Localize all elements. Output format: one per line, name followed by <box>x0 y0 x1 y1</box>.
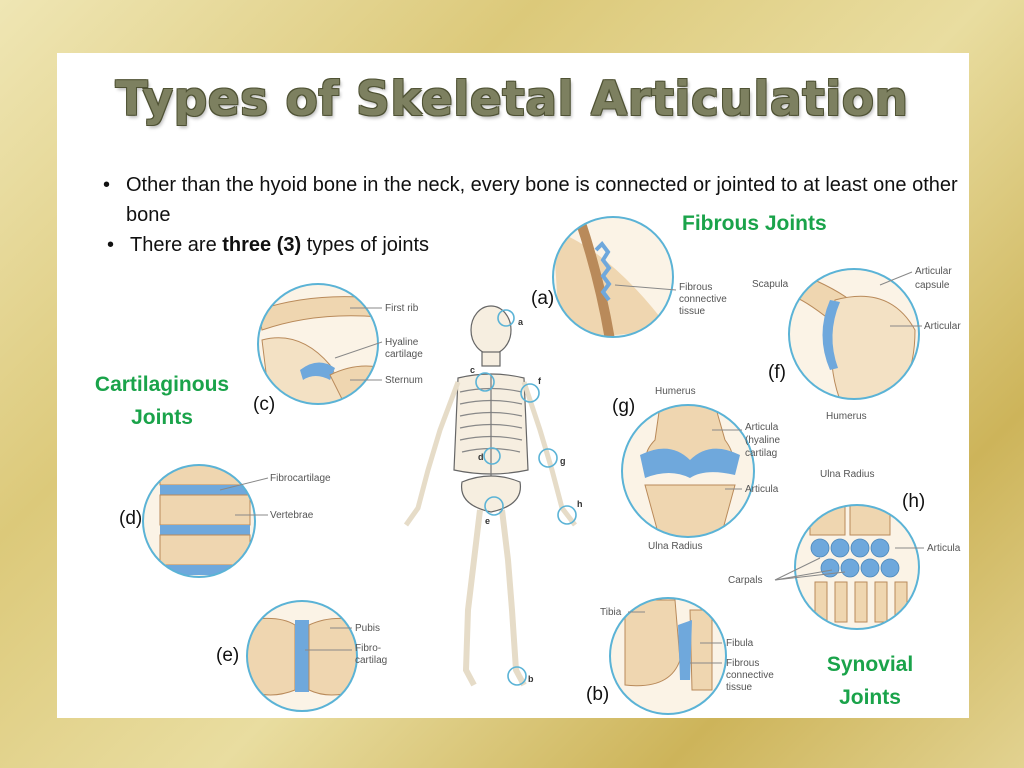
callout-hyaline: Hyaline <box>385 337 419 348</box>
label-cartilaginous-line1: Cartilaginous <box>94 373 230 396</box>
callout-fibrous: Fibrous <box>726 658 759 669</box>
callout-first-rib: First rib <box>385 303 419 314</box>
skeleton-marker-letters: a c f d g e h b <box>470 317 583 684</box>
skeleton-joint-markers <box>475 309 577 686</box>
callout-ulna-radius: Ulna Radius <box>648 541 702 552</box>
callout-articular-capsule: Articula <box>745 484 779 495</box>
callout-cartilage: cartilag <box>745 448 777 459</box>
panel-d-vertebrae: Fibrocartilage Vertebrae <box>142 464 331 578</box>
callout-ulna-radius: Ulna Radius <box>820 469 874 480</box>
bullet-2: There are three (3) types of joints <box>107 230 963 260</box>
panel-label-g: (g) <box>612 396 636 417</box>
panel-label-a: (a) <box>531 288 555 309</box>
panel-label-b: (b) <box>586 684 610 705</box>
marker-h: h <box>577 499 583 509</box>
callout-fibula: Fibula <box>726 638 754 649</box>
callout-tissue: tissue <box>726 682 753 693</box>
bullet-1-text: Other than the hyoid bone in the neck, e… <box>126 174 958 226</box>
panel-h-wrist: Ulna Radius Articula Carpals <box>728 469 961 630</box>
callout-fibrocartilage: Fibrocartilage <box>270 473 331 484</box>
label-synovial-line1: Synovial <box>826 653 914 676</box>
bullet-2-text-bold: three (3) <box>222 234 302 256</box>
panel-a-suture: Fibrous connective tissue <box>552 216 727 338</box>
callout-cartilage: cartilage <box>385 349 423 360</box>
panel-label-d: (d) <box>119 508 143 529</box>
callout-vertebrae: Vertebrae <box>270 510 314 521</box>
marker-c: c <box>470 365 475 375</box>
callout-humerus: Humerus <box>655 386 696 397</box>
bullet-1: Other than the hyoid bone in the neck, e… <box>103 170 963 230</box>
panel-label-e: (e) <box>216 645 240 666</box>
marker-a: a <box>518 317 524 327</box>
callout-fibrous: Fibrous <box>679 282 712 293</box>
marker-d: d <box>478 452 484 462</box>
panel-g-elbow: Humerus Articula (hyaline cartilag Artic… <box>621 386 780 552</box>
bullet-list: Other than the hyoid bone in the neck, e… <box>103 170 963 260</box>
label-fibrous-joints: Fibrous Joints <box>682 212 827 235</box>
callout-connective: connective <box>679 294 727 305</box>
callout-tibia: Tibia <box>600 607 622 618</box>
panel-label-h: (h) <box>902 491 926 512</box>
panel-label-f: (f) <box>768 362 786 383</box>
label-cartilaginous-joints: Cartilaginous Joints <box>82 368 242 434</box>
marker-e: e <box>485 516 490 526</box>
label-synovial-line2: Joints <box>839 686 901 709</box>
callout-scapula: Scapula <box>752 279 789 290</box>
callout-pubis: Pubis <box>355 623 380 634</box>
callout-articular: Articular <box>915 266 952 277</box>
panel-f-shoulder: Scapula Articular capsule Articular Hume… <box>752 266 961 422</box>
skeleton <box>403 305 577 687</box>
bullet-2-text-post: types of joints <box>301 234 430 256</box>
label-cartilaginous-line2: Joints <box>131 406 193 429</box>
callout-fibro: Fibro- <box>355 643 381 654</box>
callout-cartilag: cartilag <box>355 655 387 666</box>
marker-f: f <box>538 376 542 386</box>
marker-g: g <box>560 456 566 466</box>
callout-humerus: Humerus <box>826 411 867 422</box>
callout-articular: Articula <box>927 543 961 554</box>
callout-articular: Articula <box>745 422 779 433</box>
callout-connective: connective <box>726 670 774 681</box>
callout-carpals: Carpals <box>728 575 762 586</box>
callout-sternum: Sternum <box>385 375 423 386</box>
bullet-2-text-pre: There are <box>130 234 223 256</box>
slide-title: Types of Skeletal Articulation <box>115 72 909 127</box>
panel-c-rib: First rib Hyaline cartilage Sternum <box>257 283 423 405</box>
panel-b-tibia: Tibia Fibula Fibrous connective tissue <box>600 597 774 715</box>
panel-e-pubis: Pubis Fibro- cartilag <box>246 600 387 712</box>
marker-b: b <box>528 674 534 684</box>
label-synovial-joints: Synovial Joints <box>810 648 930 714</box>
callout-tissue: tissue <box>679 306 706 317</box>
callout-capsule: capsule <box>915 280 950 291</box>
callout-hyaline: (hyaline <box>745 435 780 446</box>
callout-articular-cartilage: Articular <box>924 321 961 332</box>
panel-label-c: (c) <box>253 394 276 415</box>
